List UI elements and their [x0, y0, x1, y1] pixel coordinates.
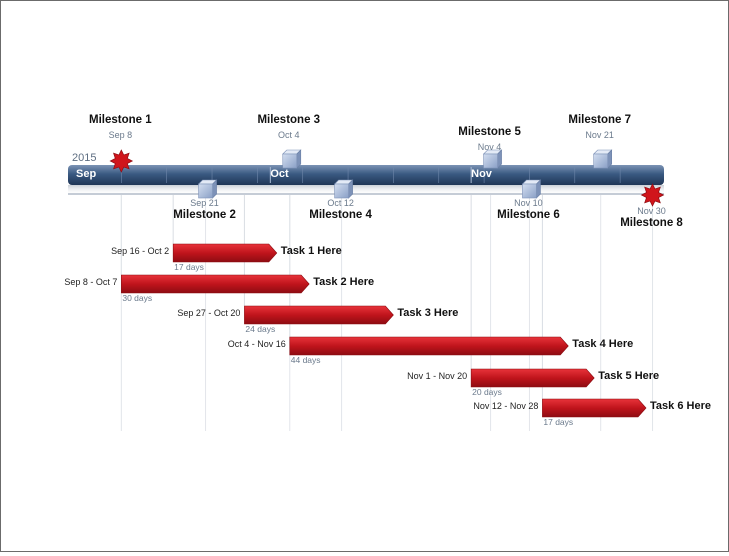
task-date-range: Sep 8 - Oct 7	[64, 277, 118, 287]
milestone-date: Sep 8	[108, 130, 133, 140]
task-date-range: Sep 27 - Oct 20	[177, 308, 241, 318]
milestone-date: Nov 30	[637, 206, 666, 216]
task-bar	[121, 274, 310, 294]
task-duration: 30 days	[122, 293, 153, 303]
month-label-nov: Nov	[471, 168, 492, 180]
task-duration: 44 days	[290, 355, 321, 365]
cube-icon	[282, 149, 302, 169]
task-title: Task 5 Here	[598, 370, 660, 382]
milestone-title: Milestone 6	[497, 209, 560, 221]
task-title: Task 6 Here	[650, 400, 711, 412]
month-label-oct: Oct	[270, 168, 289, 180]
timeline-base-line	[68, 193, 664, 195]
timeline-bar	[68, 165, 664, 195]
task-date-range: Sep 16 - Oct 2	[111, 246, 170, 256]
milestone-title: Milestone 3	[257, 114, 321, 126]
cube-icon	[521, 179, 542, 199]
cube-icon	[592, 149, 613, 169]
task-duration: 20 days	[472, 387, 502, 397]
task-title: Task 2 Here	[313, 276, 375, 288]
milestone-date: Nov 21	[585, 130, 614, 140]
milestone-title: Milestone 1	[89, 114, 152, 126]
milestone-title: Milestone 2	[173, 209, 236, 221]
task-title: Task 3 Here	[397, 307, 459, 319]
cube-icon	[482, 149, 503, 169]
task-bar	[470, 368, 595, 388]
milestone-title: Milestone 5	[458, 126, 521, 138]
milestone-title: Milestone 7	[568, 114, 632, 126]
star-icon	[109, 149, 134, 173]
timeline-bar-body	[68, 165, 664, 185]
milestone-date: Nov 10	[514, 198, 543, 208]
task-bar	[289, 336, 569, 356]
year-label: 2015	[72, 152, 97, 164]
task-duration: 24 days	[245, 324, 276, 334]
milestone-date: Sep 21	[190, 198, 219, 208]
task-bar	[172, 243, 278, 263]
milestone-markers	[109, 149, 665, 207]
milestone-date: Nov 4	[477, 142, 502, 152]
milestone-date: Oct 4	[278, 130, 300, 140]
task-bar	[542, 398, 647, 418]
task-duration: 17 days	[543, 417, 574, 427]
milestone-date: Oct 12	[327, 198, 354, 208]
timeline-bar-shadow	[68, 185, 664, 195]
star-icon	[640, 183, 665, 207]
cube-icon	[333, 179, 354, 199]
task-date-range: Oct 4 - Nov 16	[227, 339, 286, 349]
task-title: Task 4 Here	[572, 338, 634, 350]
month-label-sep: Sep	[76, 168, 97, 180]
task-duration: 17 days	[174, 262, 204, 272]
milestone-title: Milestone 8	[620, 217, 683, 229]
task-date-range: Nov 12 - Nov 28	[473, 401, 539, 411]
cube-icon	[197, 179, 218, 199]
task-bars	[121, 243, 647, 418]
task-bar	[244, 305, 394, 325]
milestone-title: Milestone 4	[309, 209, 372, 221]
task-date-range: Nov 1 - Nov 20	[407, 371, 468, 381]
task-title: Task 1 Here	[280, 245, 342, 257]
